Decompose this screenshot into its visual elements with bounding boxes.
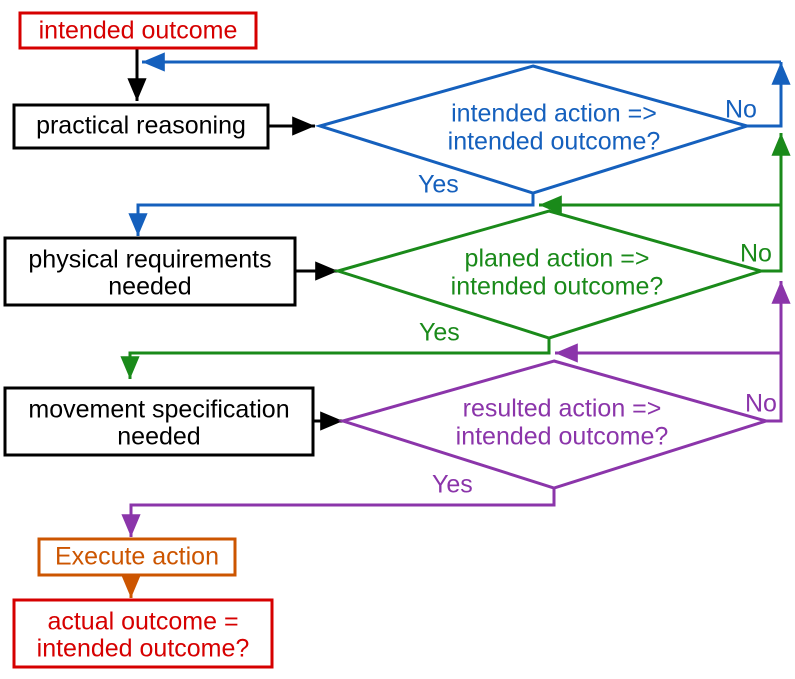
node-practical-reasoning-box xyxy=(12,103,270,150)
node-physical-requirements-label-line1: physical requirements xyxy=(28,246,271,274)
node-execute-action-box xyxy=(37,537,237,577)
connector-decision-1-yes-to-physical-requirements xyxy=(128,193,535,237)
node-intended-outcome-box xyxy=(18,11,258,50)
node-execute-action[interactable]: Execute action xyxy=(37,537,237,577)
decision-intended-action-no-label: No xyxy=(725,96,757,124)
decision-resulted-action[interactable]: resulted action => intended outcome? No … xyxy=(337,359,777,499)
decision-planed-action-no-label: No xyxy=(740,240,772,268)
node-movement-specification-box xyxy=(3,386,315,457)
node-physical-requirements-needed[interactable]: physical requirements needed xyxy=(3,236,297,307)
decision-resulted-action-no-label: No xyxy=(745,390,777,418)
node-execute-action-label: Execute action xyxy=(55,543,219,571)
node-movement-specification-label-line1: movement specification xyxy=(28,396,289,424)
decision-planed-action-diamond xyxy=(332,209,767,340)
decision-resulted-action-label-line2: intended outcome? xyxy=(456,423,669,451)
node-practical-reasoning[interactable]: practical reasoning xyxy=(12,103,270,150)
node-physical-requirements-label-line2: needed xyxy=(108,273,191,301)
node-physical-requirements-box xyxy=(3,236,297,307)
decision-intended-action-label-line2: intended outcome? xyxy=(448,128,661,156)
node-movement-specification-label-line2: needed xyxy=(117,423,200,451)
node-actual-outcome-label-line2: intended outcome? xyxy=(37,635,250,663)
node-movement-specification-needed[interactable]: movement specification needed xyxy=(3,386,315,457)
connector-decision-2-yes-to-movement-specification xyxy=(120,338,551,380)
node-intended-outcome-label: intended outcome xyxy=(39,17,238,45)
decision-resulted-action-diamond xyxy=(337,359,772,490)
decision-intended-action-diamond xyxy=(314,64,753,195)
decision-planed-action-label-line1: planed action => xyxy=(465,245,650,273)
decision-resulted-action-label-line1: resulted action => xyxy=(463,395,662,423)
decision-resulted-action-yes-label: Yes xyxy=(432,471,473,499)
connector-decision-2-no-loop xyxy=(761,132,791,273)
decision-planed-action-label-line2: intended outcome? xyxy=(451,273,664,301)
connector-decision-3-yes-to-execute-action xyxy=(121,488,556,538)
node-actual-outcome[interactable]: actual outcome = intended outcome? xyxy=(12,598,274,669)
decision-intended-action-label-line1: intended action => xyxy=(451,100,657,128)
node-practical-reasoning-label: practical reasoning xyxy=(36,112,246,140)
node-actual-outcome-label-line1: actual outcome = xyxy=(47,608,238,636)
connector-decision-3-no-loop xyxy=(766,280,791,423)
decision-planed-action[interactable]: planed action => intended outcome? No Ye… xyxy=(332,209,772,347)
decision-intended-action[interactable]: intended action => intended outcome? No … xyxy=(314,64,757,199)
connector-decision-1-no-loop xyxy=(747,61,791,128)
decision-intended-action-yes-label: Yes xyxy=(418,171,459,199)
node-intended-outcome[interactable]: intended outcome xyxy=(18,11,258,50)
decision-planed-action-yes-label: Yes xyxy=(419,319,460,347)
node-actual-outcome-box xyxy=(12,598,274,669)
